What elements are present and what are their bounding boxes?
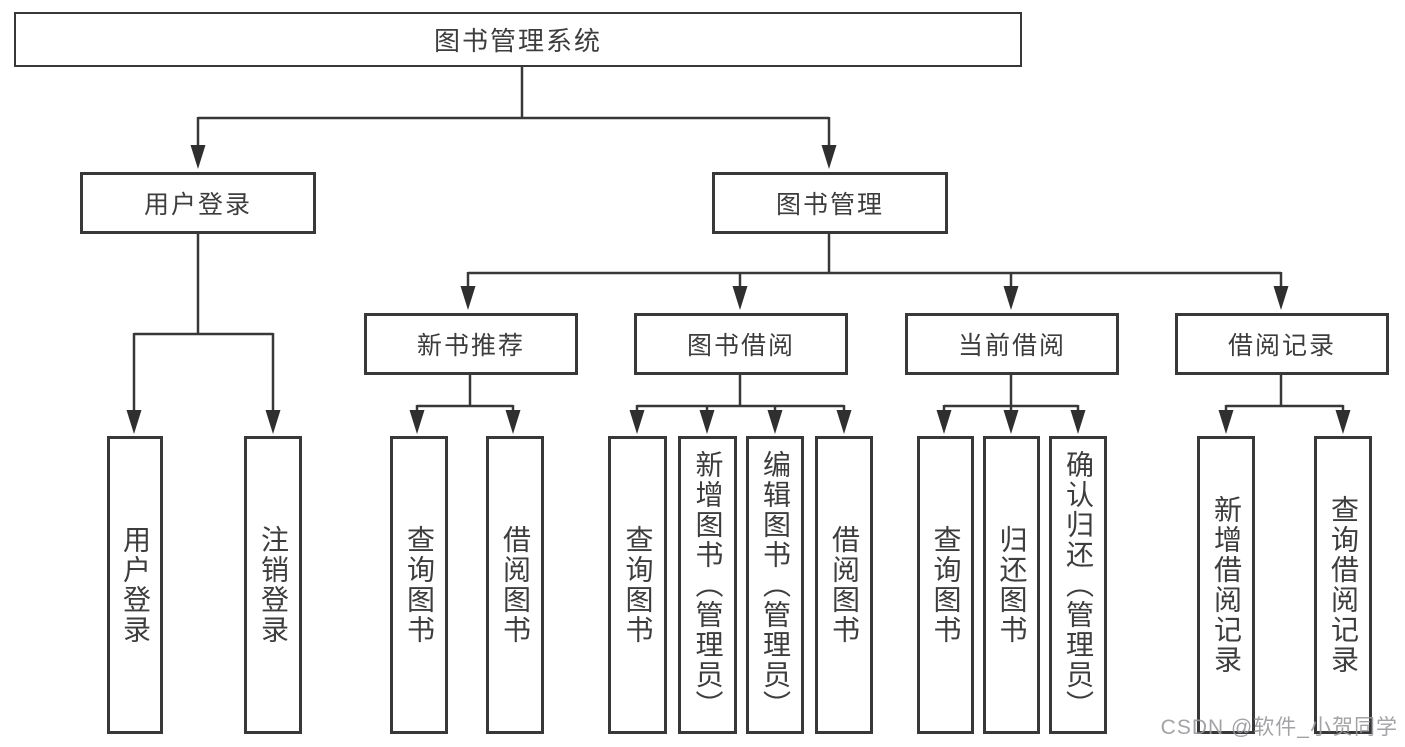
- node-leaf-borrow-books: 借阅图书: [815, 436, 873, 734]
- connector-book-borrow-to-leaves: [629, 374, 852, 434]
- node-leaf-edit-books-admin: 编辑图书（管理员）: [746, 436, 804, 734]
- node-leaf-return-books: 归还图书: [983, 436, 1040, 734]
- node-leaf-add-borrow-record: 新增借阅记录: [1197, 436, 1255, 734]
- connector-root-to-level2: [190, 67, 837, 169]
- node-leaf-user-login: 用户登录: [107, 436, 163, 734]
- node-book-borrow: 图书借阅: [634, 313, 848, 375]
- node-leaf-add-books-admin: 新增图书（管理员）: [678, 436, 737, 734]
- connector-current-borrow-to-leaves: [936, 374, 1086, 434]
- node-leaf-query-borrow-record: 查询借阅记录: [1314, 436, 1372, 734]
- node-current-borrow: 当前借阅: [905, 313, 1119, 375]
- connector-new-book-recommend-to-leaves: [409, 374, 521, 434]
- node-leaf-current-query-books: 查询图书: [917, 436, 974, 734]
- connector-user-login-to-leaves: [126, 233, 281, 434]
- node-leaf-confirm-return-admin: 确认归还（管理员）: [1049, 436, 1107, 734]
- node-leaf-borrow-query-books: 查询图书: [608, 436, 667, 734]
- node-new-book-recommend: 新书推荐: [364, 313, 578, 375]
- node-borrow-records: 借阅记录: [1175, 313, 1389, 375]
- node-leaf-recommend-borrow-books: 借阅图书: [486, 436, 544, 734]
- node-user-login: 用户登录: [80, 172, 316, 234]
- node-root: 图书管理系统: [14, 12, 1022, 67]
- node-leaf-logout: 注销登录: [244, 436, 302, 734]
- connector-book-management-to-level3: [460, 233, 1289, 310]
- node-book-management: 图书管理: [712, 172, 948, 234]
- connector-borrow-records-to-leaves: [1218, 374, 1351, 434]
- watermark: CSDN @软件_小贺同学: [1160, 716, 1398, 739]
- node-leaf-recommend-query-books: 查询图书: [390, 436, 448, 734]
